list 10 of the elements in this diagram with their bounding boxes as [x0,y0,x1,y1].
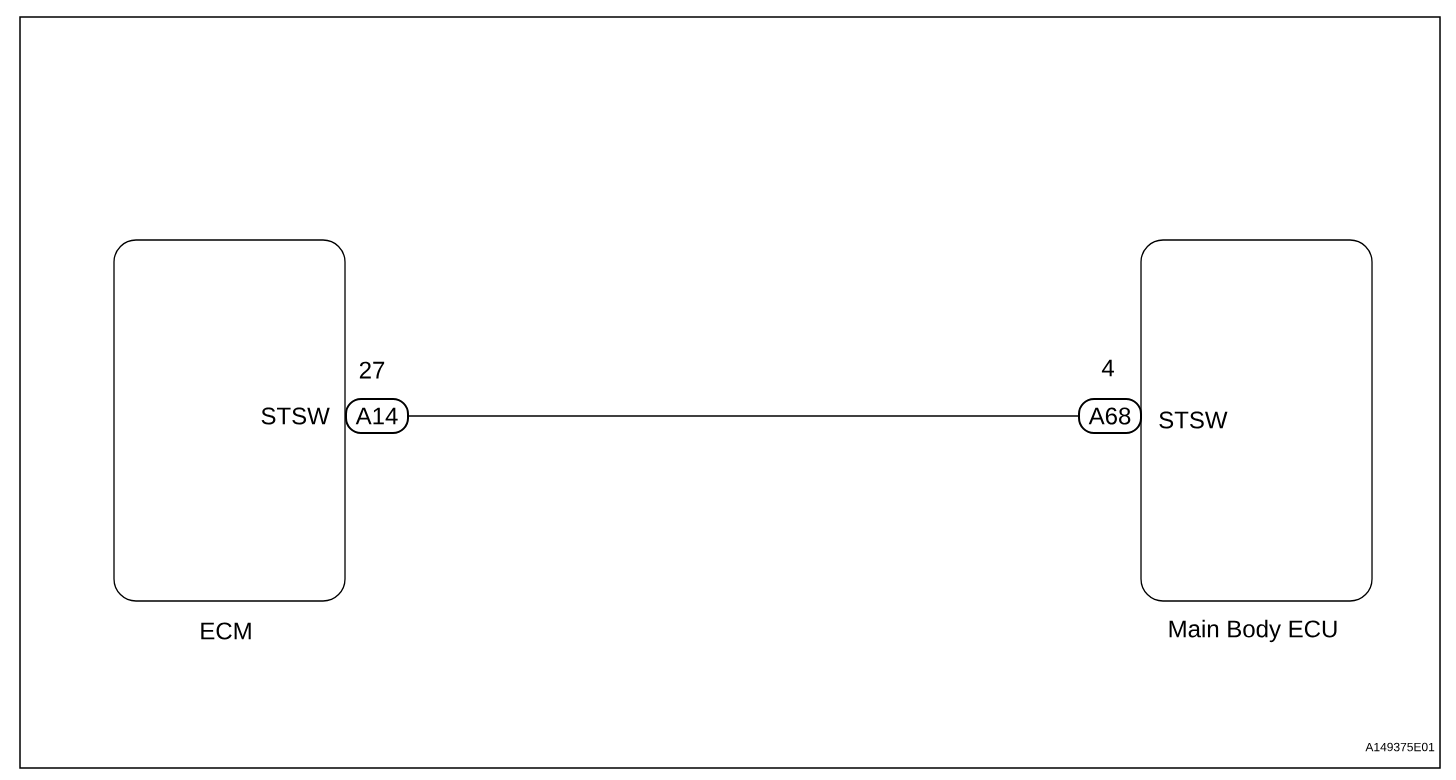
node-label: 4 [1101,359,1114,377]
connector-pin: A14 [345,398,409,434]
node-label: Main Body ECU [1169,619,1337,643]
connector-pin: A68 [1078,398,1142,434]
node-label: ECM [201,622,251,640]
figure-code: A149375E01 [1365,742,1435,752]
node-label: 27 [359,361,385,379]
ecu-box: STSW [1140,239,1373,602]
wire [408,415,1079,417]
ecu-box: STSW [113,239,346,602]
